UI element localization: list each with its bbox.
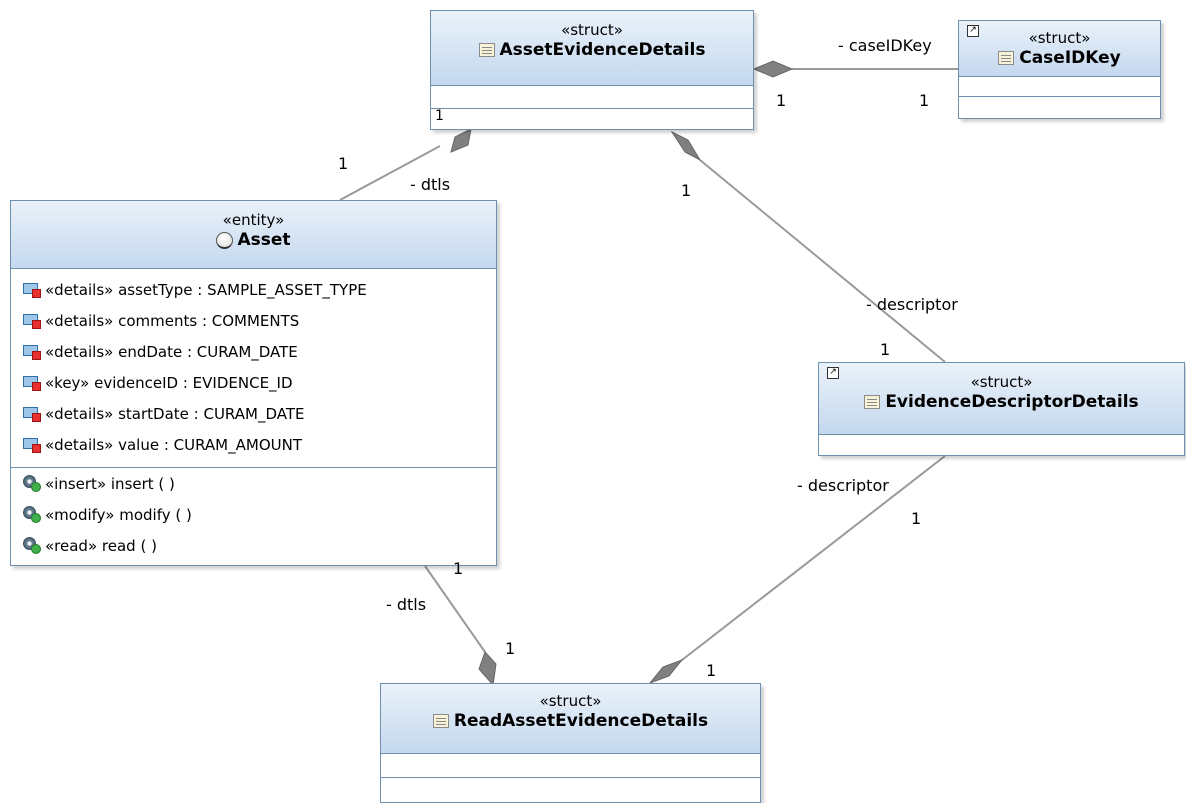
multiplicity-dtls-top: 1 <box>338 154 349 173</box>
attribute-icon <box>23 282 43 298</box>
stereotype-label: «entity» <box>222 211 285 229</box>
multiplicity-descriptor-top-target: 1 <box>880 340 891 359</box>
attribute-icon <box>23 437 43 453</box>
composition-diamond-descriptor-bottom <box>648 658 684 685</box>
class-name: AssetEvidenceDetails <box>499 40 706 60</box>
operation-compartment <box>381 778 760 802</box>
class-case-id-key[interactable]: «struct» CaseIDKey <box>958 20 1161 119</box>
attribute-compartment <box>381 754 760 778</box>
attribute-text: «details» endDate : CURAM_DATE <box>45 343 298 361</box>
role-label-descriptor-bottom: - descriptor <box>797 476 889 495</box>
operation-text: «read» read ( ) <box>45 537 157 555</box>
multiplicity-dtls-bottom-source: 1 <box>453 559 464 578</box>
operation-gear-icon <box>23 475 43 492</box>
attribute-compartment <box>431 86 753 109</box>
external-link-icon <box>827 367 839 379</box>
external-link-icon <box>967 25 979 37</box>
struct-icon <box>478 43 495 57</box>
attribute-row[interactable]: «details» comments : COMMENTS <box>11 306 496 337</box>
operation-text: «modify» modify ( ) <box>45 506 192 524</box>
struct-icon <box>998 51 1015 65</box>
attribute-icon <box>23 375 43 391</box>
class-asset-evidence-details[interactable]: «struct» AssetEvidenceDetails 1 <box>430 10 754 130</box>
multiplicity-label: 1 <box>435 108 444 124</box>
attribute-compartment: «details» assetType : SAMPLE_ASSET_TYPE … <box>11 269 496 468</box>
operation-gear-icon <box>23 506 43 523</box>
multiplicity-dtls-bottom-target: 1 <box>505 639 516 658</box>
class-evidence-descriptor-details[interactable]: «struct» EvidenceDescriptorDetails <box>818 362 1185 456</box>
operation-row[interactable]: «read» read ( ) <box>11 531 496 562</box>
operation-gear-icon <box>23 537 43 554</box>
attribute-row[interactable]: «details» startDate : CURAM_DATE <box>11 399 496 430</box>
composition-diamond-dtls-bottom <box>478 651 497 687</box>
stereotype-label: «struct» <box>970 373 1033 391</box>
attribute-icon <box>23 406 43 422</box>
attribute-row[interactable]: «details» endDate : CURAM_DATE <box>11 337 496 368</box>
attribute-compartment <box>819 435 1184 455</box>
entity-icon <box>216 231 234 249</box>
composition-diamond-dtls-top <box>450 128 472 153</box>
class-header: «entity» Asset <box>11 201 496 269</box>
attribute-text: «details» assetType : SAMPLE_ASSET_TYPE <box>45 281 367 299</box>
multiplicity-caseidkey-source: 1 <box>776 91 787 110</box>
attribute-compartment <box>959 77 1160 97</box>
class-name: Asset <box>237 230 291 250</box>
association-line-descriptor-bottom[interactable] <box>681 455 946 661</box>
operation-row[interactable]: «insert» insert ( ) <box>11 469 496 500</box>
attribute-icon <box>23 313 43 329</box>
multiplicity-caseidkey-target: 1 <box>919 91 930 110</box>
attribute-text: «details» comments : COMMENTS <box>45 312 300 330</box>
attribute-row[interactable]: «details» value : CURAM_AMOUNT <box>11 430 496 461</box>
multiplicity-descriptor-bottom-target: 1 <box>706 661 717 680</box>
class-header: «struct» ReadAssetEvidenceDetails <box>381 684 760 754</box>
multiplicity-descriptor-bottom-source: 1 <box>911 509 922 528</box>
composition-diamond-descriptor-top <box>670 130 702 162</box>
class-name: EvidenceDescriptorDetails <box>885 392 1139 412</box>
multiplicity-descriptor-top-source: 1 <box>681 181 692 200</box>
attribute-text: «details» value : CURAM_AMOUNT <box>45 436 302 454</box>
stereotype-label: «struct» <box>1028 29 1091 47</box>
attribute-text: «key» evidenceID : EVIDENCE_ID <box>45 374 293 392</box>
operation-compartment: «insert» insert ( ) «modify» modify ( ) … <box>11 468 496 565</box>
role-label-dtls-bottom: - dtls <box>386 595 427 614</box>
operation-text: «insert» insert ( ) <box>45 475 175 493</box>
class-header: «struct» CaseIDKey <box>959 21 1160 77</box>
operation-row[interactable]: «modify» modify ( ) <box>11 500 496 531</box>
class-name: ReadAssetEvidenceDetails <box>453 711 709 731</box>
class-read-asset-evidence-details[interactable]: «struct» ReadAssetEvidenceDetails <box>380 683 761 803</box>
class-header: «struct» AssetEvidenceDetails <box>431 11 753 86</box>
stereotype-label: «struct» <box>561 21 623 39</box>
association-line-descriptor-top[interactable] <box>699 159 946 363</box>
association-line-dtls-top[interactable] <box>339 145 441 201</box>
struct-icon <box>432 714 449 728</box>
role-label-descriptor-top: - descriptor <box>866 295 958 314</box>
attribute-row[interactable]: «details» assetType : SAMPLE_ASSET_TYPE <box>11 275 496 306</box>
role-label-dtls-top: - dtls <box>410 175 451 194</box>
operation-compartment: 1 <box>431 108 753 129</box>
attribute-text: «details» startDate : CURAM_DATE <box>45 405 305 423</box>
composition-diamond-caseidkey <box>752 60 794 78</box>
attribute-icon <box>23 344 43 360</box>
role-label-caseidkey: - caseIDKey <box>838 36 932 55</box>
stereotype-label: «struct» <box>539 692 602 710</box>
class-asset[interactable]: «entity» Asset «details» assetType : SAM… <box>10 200 497 566</box>
struct-icon <box>864 395 881 409</box>
association-line-dtls-bottom[interactable] <box>424 565 486 653</box>
attribute-row[interactable]: «key» evidenceID : EVIDENCE_ID <box>11 368 496 399</box>
class-name: CaseIDKey <box>1019 48 1121 68</box>
class-header: «struct» EvidenceDescriptorDetails <box>819 363 1184 435</box>
operation-compartment <box>959 97 1160 118</box>
